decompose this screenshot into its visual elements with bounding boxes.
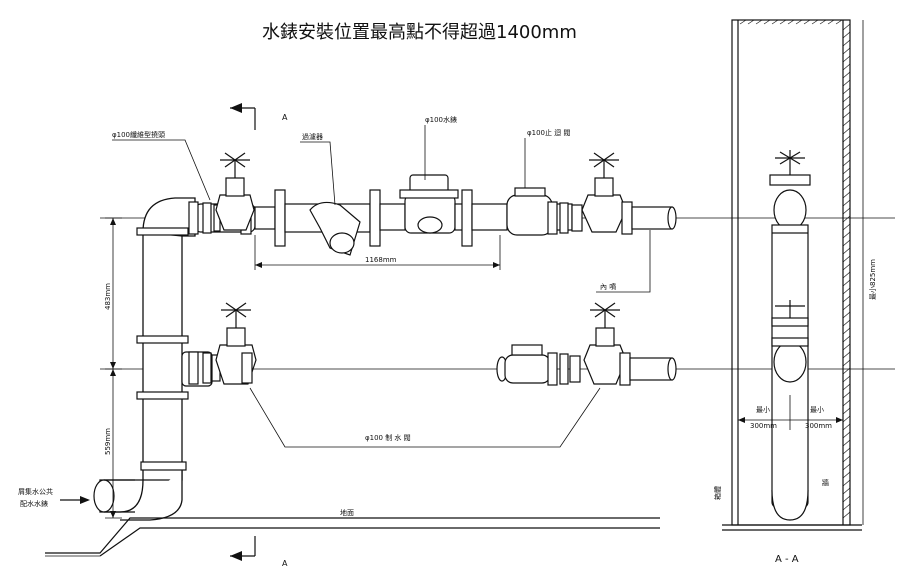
inlet-pipe	[60, 479, 135, 513]
inlet-label-line1: 屑集水公共	[18, 487, 53, 496]
ground-label: 地面	[340, 508, 354, 517]
flex-joint-label: φ100纖維型撓頭	[112, 130, 165, 139]
wall-label: 牆	[822, 478, 829, 487]
dim-1168	[254, 235, 501, 270]
lower-run	[188, 302, 677, 386]
min-left-label: 最小	[756, 405, 770, 414]
section-dims	[738, 20, 864, 525]
right-height-label: 最小825mm	[868, 259, 877, 300]
min-right-label: 最小	[810, 405, 824, 414]
diagram-title: 水錶安裝位置最高點不得超過1400mm	[262, 22, 577, 43]
gate-valve-label: φ100 制 水 閥	[365, 433, 411, 442]
section-title: A - A	[775, 554, 799, 565]
leaders	[112, 125, 651, 448]
upper-run	[188, 152, 677, 256]
min-left-value: 300mm	[750, 422, 777, 430]
inner-pipe-label: 內 噴	[600, 282, 616, 291]
svg-text:A: A	[282, 559, 288, 568]
section-marker-bottom: A	[230, 536, 288, 568]
dim-559-text: 559mm	[104, 428, 112, 455]
section-hatching	[739, 19, 851, 519]
section-aa-frame	[722, 19, 862, 531]
ground-slab	[45, 517, 660, 557]
dim-1168-text: 1168mm	[365, 256, 397, 264]
dim-483-text: 483mm	[104, 283, 112, 310]
cabinet-label: 箱體	[713, 486, 722, 500]
section-marker-top: A	[230, 103, 288, 130]
min-right-value: 300mm	[805, 422, 832, 430]
check-valve-label: φ100止 迴 閥	[527, 128, 570, 137]
meter-label: φ100水錶	[425, 115, 457, 124]
inlet-label-line2: 配水水錶	[20, 499, 48, 508]
strainer-label: 過濾器	[302, 132, 323, 141]
section-aa-pipe	[769, 150, 811, 521]
dim-vertical	[105, 217, 122, 519]
svg-text:A: A	[282, 113, 288, 122]
